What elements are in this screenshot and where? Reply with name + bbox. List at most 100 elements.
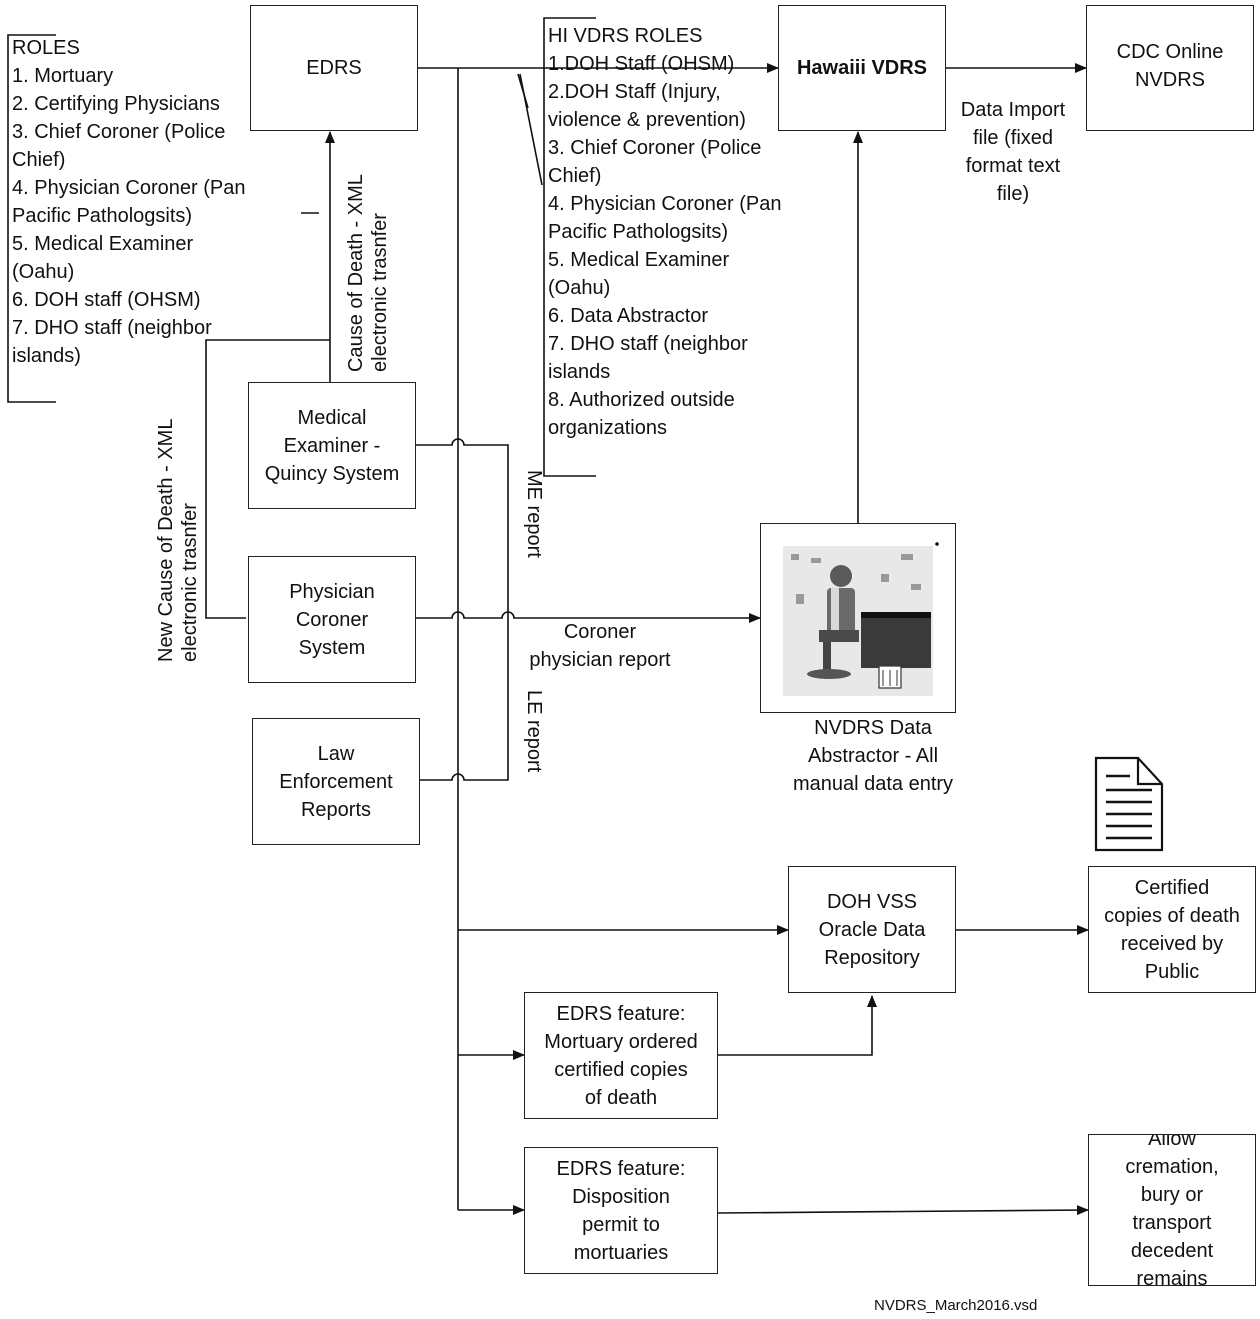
edrs-node: EDRS (250, 5, 418, 131)
label-line: electronic trasnfer (369, 213, 391, 372)
role-item: (Oahu) (548, 277, 611, 299)
doh-vss-node: DOH VSS Oracle Data Repository (788, 866, 956, 993)
file-name-footer: NVDRS_March2016.vsd (874, 1297, 1038, 1314)
certified-copies-node: Certified copies of death received by Pu… (1088, 866, 1256, 993)
node-label-line: System (298, 636, 366, 659)
le-report-label: LE report (523, 690, 545, 773)
physician-coroner-node: Physician Coroner System (248, 556, 416, 683)
role-item: 2. Certifying Physicians (12, 93, 220, 115)
node-label-line: DOH VSS (826, 890, 918, 913)
node-label-line: mortuaries (573, 1241, 669, 1264)
role-item: Pacific Pathologsits) (548, 221, 729, 243)
node-label-line: Mortuary ordered (544, 1030, 698, 1053)
role-item: Pacific Pathologsits) (12, 205, 193, 227)
hawaii-vdrs-node: Hawaiii VDRS (778, 5, 946, 131)
label-line: format text (965, 155, 1061, 177)
node-label-line: received by (1120, 932, 1224, 955)
abstractor-image-box (760, 523, 956, 713)
law-enforcement-node: Law Enforcement Reports (252, 718, 420, 845)
roles-title: HI VDRS ROLES (548, 25, 703, 47)
label-line: NVDRS Data (814, 717, 932, 739)
disposition-permit-node: EDRS feature: Disposition permit to mort… (524, 1147, 718, 1274)
role-item: violence & prevention) (548, 109, 746, 131)
label-line: physician report (529, 649, 671, 671)
role-item: Chief) (548, 165, 602, 187)
role-item: 3. Chief Coroner (Police (548, 137, 762, 159)
role-item: 5. Medical Examiner (12, 233, 194, 255)
node-label-line: Medical (297, 406, 367, 429)
cdc-online-nvdrs-node: CDC Online NVDRS (1086, 5, 1254, 131)
role-item: 1. Mortuary (12, 65, 114, 87)
label-line: Abstractor - All (807, 745, 939, 767)
node-label-line: EDRS feature: (556, 1002, 686, 1025)
mortuary-ordered-node: EDRS feature: Mortuary ordered certified… (524, 992, 718, 1119)
label-line: electronic trasnfer (179, 503, 201, 662)
label-line: Data Import (960, 99, 1066, 121)
role-item: 7. DHO staff (neighbor (548, 333, 748, 355)
role-item: islands) (12, 345, 81, 367)
node-label-line: decedent (1130, 1240, 1214, 1262)
node-label-line: bury or (1140, 1184, 1204, 1206)
role-item: 4. Physician Coroner (Pan (548, 193, 782, 215)
node-label-line: of death (584, 1086, 658, 1109)
node-label-line: Enforcement (279, 770, 393, 793)
node-label-line: transport (1132, 1212, 1212, 1234)
node-label-line: Reports (300, 798, 371, 821)
label-line: New Cause of Death - XML (155, 418, 177, 662)
role-item: organizations (548, 417, 667, 439)
node-label-line: Public (1144, 960, 1200, 983)
cause-of-death-label: Cause of Death - XML electronic trasnfer (344, 174, 392, 372)
person-at-desk-icon (783, 542, 939, 696)
node-label-line: Repository (824, 946, 920, 969)
label-line: file (fixed (972, 127, 1054, 149)
roles-title: ROLES (12, 37, 80, 59)
roles-list-right: HI VDRS ROLES 1.DOH Staff (OHSM) 2.DOH S… (548, 22, 781, 442)
node-label-line: copies of death (1104, 904, 1240, 927)
node-label-line: Disposition (572, 1185, 670, 1208)
role-item: (Oahu) (12, 261, 75, 283)
node-label-line: Certified (1134, 876, 1210, 899)
medical-examiner-node: Medical Examiner - Quincy System (248, 382, 416, 509)
me-report-label: ME report (523, 470, 545, 558)
node-label-line: CDC Online (1116, 41, 1224, 63)
label-line: manual data entry (792, 773, 954, 795)
role-item: 3. Chief Coroner (Police (12, 121, 226, 143)
role-item: 6. DOH staff (OHSM) (12, 289, 201, 311)
node-label-line: Coroner (295, 608, 369, 631)
node-label: Hawaiii VDRS (796, 57, 928, 79)
node-label-line: Physician (289, 580, 375, 603)
label-line: Coroner (563, 621, 637, 643)
label-line: file) (996, 183, 1030, 205)
role-item: Chief) (12, 149, 66, 171)
role-item: 8. Authorized outside (548, 389, 735, 411)
abstractor-caption: NVDRS Data Abstractor - All manual data … (766, 714, 980, 798)
node-label-line: Examiner - (283, 434, 381, 457)
role-item: islands (548, 361, 611, 383)
node-label-line: NVDRS (1134, 69, 1205, 91)
document-icon (1094, 756, 1164, 852)
node-label-line: Allow (1148, 1134, 1196, 1150)
node-label-line: certified copies (554, 1058, 688, 1081)
role-item: 6. Data Abstractor (548, 305, 709, 327)
allow-cremation-node: Allow cremation, bury or transport deced… (1088, 1134, 1256, 1286)
label-line: Cause of Death - XML (345, 174, 367, 372)
role-item: 1.DOH Staff (OHSM) (548, 53, 735, 75)
new-cause-of-death-label: New Cause of Death - XML electronic tras… (154, 419, 202, 662)
role-item: 2.DOH Staff (Injury, (548, 81, 721, 103)
role-item: 5. Medical Examiner (548, 249, 730, 271)
roles-list-left: ROLES 1. Mortuary 2. Certifying Physicia… (12, 34, 245, 370)
node-label-line: permit to (582, 1213, 660, 1236)
node-label-line: EDRS feature: (556, 1157, 686, 1180)
node-label-line: Quincy System (264, 462, 400, 485)
node-label-line: remains (1136, 1268, 1208, 1286)
node-label: EDRS (306, 57, 362, 79)
node-label-line: cremation, (1125, 1156, 1219, 1178)
node-label-line: Oracle Data (818, 918, 926, 941)
data-import-label: Data Import file (fixed format text file… (948, 96, 1078, 208)
coroner-report-label: Coroner physician report (512, 618, 688, 674)
node-label-line: Law (317, 742, 355, 765)
role-item: 4. Physician Coroner (Pan (12, 177, 246, 199)
role-item: 7. DHO staff (neighbor (12, 317, 212, 339)
